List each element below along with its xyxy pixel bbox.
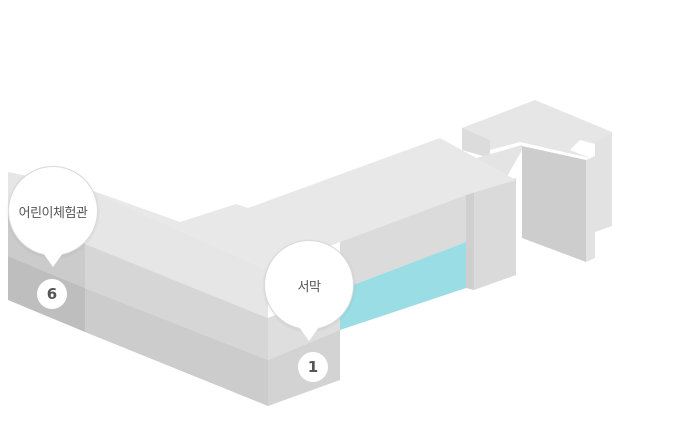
zone-number-badge-6[interactable]: 6: [37, 279, 67, 309]
main-wing-upper-wall: [340, 195, 466, 290]
zone-label-west-curtain: 서막: [297, 279, 321, 295]
highlighted-zone[interactable]: [340, 242, 466, 330]
main-wing-roof: [85, 138, 516, 270]
tower-roof: [462, 100, 612, 158]
tower-front: [522, 146, 586, 262]
tower-side: [586, 156, 595, 262]
zone-number-badge-1[interactable]: 1: [298, 352, 328, 382]
connector-front: [474, 178, 516, 290]
tower-left-stub: [462, 128, 490, 158]
connector-edge: [466, 192, 474, 290]
zone-label-kids-experience-hall: 어린이체험관: [18, 205, 88, 221]
left-wing-upper-wall: [85, 244, 268, 360]
left-wing-lower-wall: [85, 288, 268, 406]
zone-bubble-west-curtain[interactable]: 서막: [264, 240, 354, 341]
zone-bubble-kids-experience-hall[interactable]: 어린이체험관: [8, 166, 98, 267]
tower-right-wall: [595, 134, 612, 232]
